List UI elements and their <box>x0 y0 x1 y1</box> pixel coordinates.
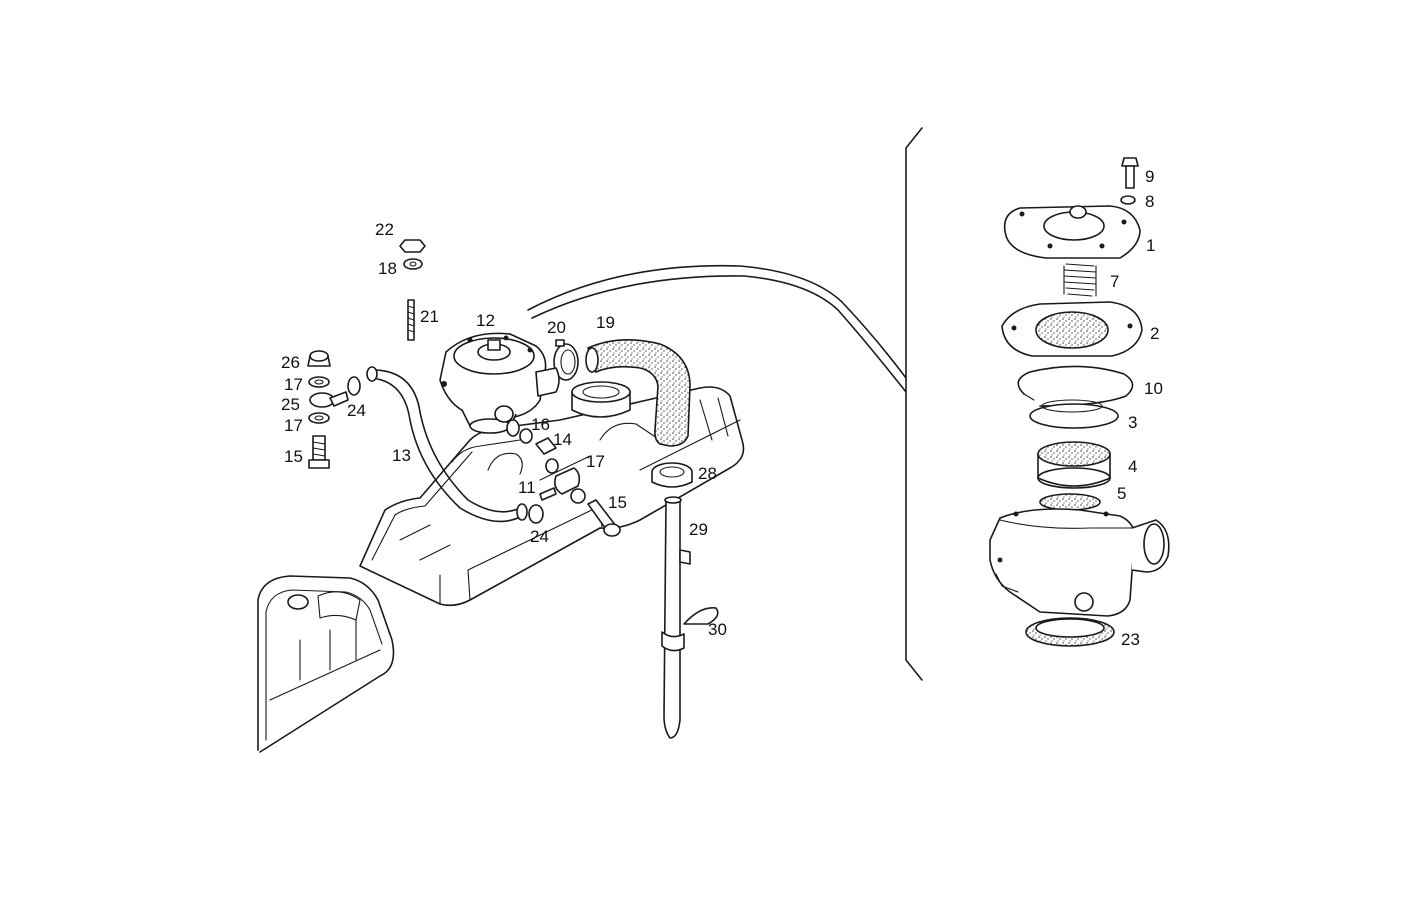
callout-11: 11 <box>518 478 536 497</box>
sealing-washer <box>347 376 361 396</box>
banjo-bolt <box>587 499 621 537</box>
snap-ring <box>1017 365 1134 407</box>
rear-valve-cover <box>257 575 395 753</box>
callout-5: 5 <box>1117 484 1126 503</box>
callout-labels: 22 18 21 12 20 19 26 17 25 24 17 15 13 1… <box>281 167 1163 649</box>
diaphragm-spring <box>1063 263 1097 297</box>
callout-16: 16 <box>531 415 550 434</box>
valve-plate <box>1029 399 1119 429</box>
hose-clamp <box>553 339 579 381</box>
callout-8: 8 <box>1145 192 1154 211</box>
callout-24-left: 24 <box>347 401 366 420</box>
nut-and-washer <box>399 239 426 270</box>
fuel-pump-assembly <box>439 332 560 434</box>
pump-body <box>989 508 1170 617</box>
callout-21: 21 <box>420 307 439 326</box>
dipstick-tube <box>661 496 719 739</box>
callout-17-mid: 17 <box>284 416 303 435</box>
callout-14: 14 <box>553 430 572 449</box>
pump-base-gasket <box>1025 617 1115 647</box>
fuel-line-hose <box>366 366 528 523</box>
callout-22: 22 <box>375 220 394 239</box>
callout-9: 9 <box>1145 167 1154 186</box>
callout-18: 18 <box>378 259 397 278</box>
callout-10: 10 <box>1144 379 1163 398</box>
sealing-washer-lower <box>528 504 544 524</box>
pump-top-cover <box>1003 205 1141 259</box>
callout-19: 19 <box>596 313 615 332</box>
callout-15-left: 15 <box>284 447 303 466</box>
breather-hose <box>585 339 691 447</box>
valve-cover <box>359 386 745 607</box>
callout-12: 12 <box>476 311 495 330</box>
banjo-fitting-stack <box>307 350 349 469</box>
dipstick-grommet <box>651 462 693 488</box>
fuel-supply-line <box>527 264 907 379</box>
callout-20: 20 <box>547 318 566 337</box>
callout-24-lower: 24 <box>530 527 549 546</box>
callout-17-right: 17 <box>586 452 605 471</box>
oil-filler-cap <box>571 381 631 418</box>
pump-bolt <box>1120 157 1139 205</box>
pump-piston <box>1037 441 1111 489</box>
callout-7: 7 <box>1110 272 1119 291</box>
callout-30: 30 <box>708 620 727 639</box>
callout-2: 2 <box>1150 324 1159 343</box>
callout-26: 26 <box>281 353 300 372</box>
callout-29: 29 <box>689 520 708 539</box>
callout-28: 28 <box>698 464 717 483</box>
pump-outlet-fittings <box>506 419 586 504</box>
pump-seal-ring <box>1039 493 1101 511</box>
stud <box>407 299 415 341</box>
callout-4: 4 <box>1128 457 1137 476</box>
callout-25: 25 <box>281 395 300 414</box>
callout-23: 23 <box>1121 630 1140 649</box>
callout-3: 3 <box>1128 413 1137 432</box>
callout-1: 1 <box>1146 236 1155 255</box>
separator-line <box>905 127 923 681</box>
callout-13: 13 <box>392 446 411 465</box>
callout-17-top: 17 <box>284 375 303 394</box>
callout-15-center: 15 <box>608 493 627 512</box>
diaphragm <box>1001 301 1143 357</box>
